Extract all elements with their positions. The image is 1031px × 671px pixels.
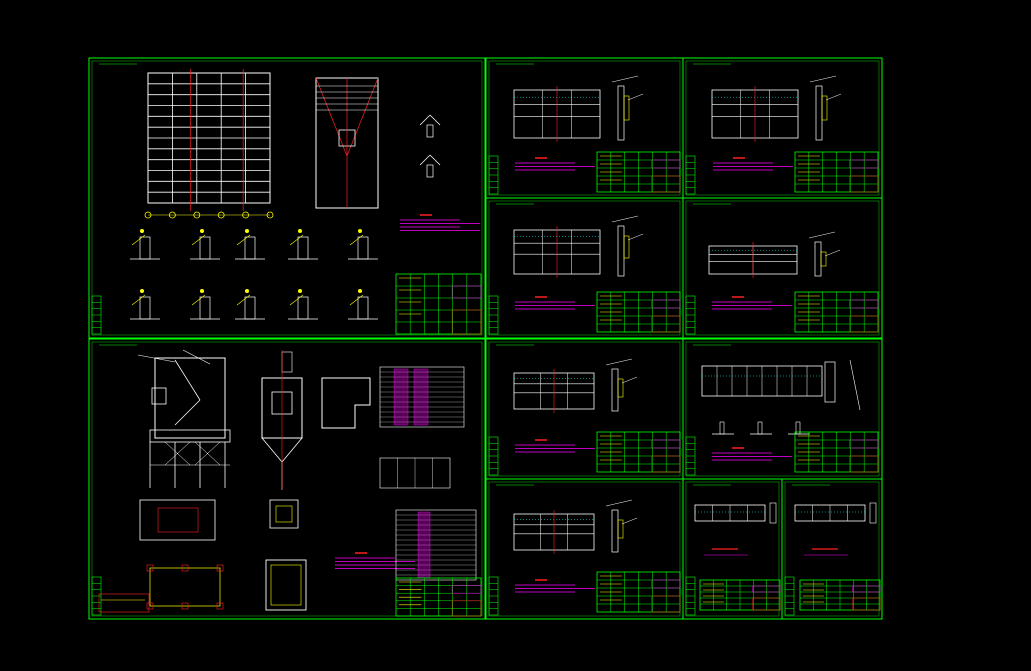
long-elevation-view bbox=[701, 359, 879, 473]
revision-strip bbox=[91, 295, 102, 335]
sheet-foundation-plan[interactable] bbox=[88, 57, 486, 339]
node-detail bbox=[190, 289, 220, 320]
revision-strip bbox=[685, 295, 696, 335]
node-detail bbox=[348, 289, 378, 320]
node-detail bbox=[130, 289, 160, 320]
sheet-structure-detail[interactable] bbox=[88, 338, 486, 620]
node-detail bbox=[235, 289, 265, 320]
elevation-view bbox=[513, 499, 638, 554]
section-detail bbox=[419, 114, 441, 138]
title-block bbox=[794, 291, 879, 333]
foundation-plan-views bbox=[130, 69, 482, 335]
node-detail bbox=[288, 289, 318, 320]
structure-detail-views bbox=[98, 349, 482, 617]
drawing-notes bbox=[335, 552, 415, 569]
drawing-notes bbox=[400, 214, 480, 231]
elevation-view bbox=[513, 75, 644, 142]
drawing-notes bbox=[515, 579, 595, 593]
revision-strip bbox=[488, 155, 499, 195]
revision-strip bbox=[488, 295, 499, 335]
drawing-notes bbox=[515, 439, 595, 453]
elevation-view bbox=[708, 231, 841, 278]
title-block bbox=[395, 273, 482, 335]
section-detail bbox=[419, 154, 441, 178]
node-detail bbox=[190, 229, 220, 260]
drawing-notes bbox=[712, 296, 792, 310]
node-detail bbox=[348, 229, 378, 260]
drawing-notes bbox=[712, 447, 792, 461]
drawing-notes bbox=[713, 157, 793, 171]
sheet-elevation-4[interactable] bbox=[485, 197, 684, 339]
node-detail bbox=[235, 229, 265, 260]
node-detail bbox=[130, 229, 160, 260]
title-block bbox=[395, 577, 482, 617]
title-block bbox=[596, 431, 681, 473]
title-block bbox=[794, 151, 879, 193]
revision-strip bbox=[685, 576, 696, 616]
drawing-notes bbox=[515, 296, 595, 310]
revision-strip bbox=[488, 436, 499, 476]
title-block bbox=[699, 579, 781, 611]
small-elevation-view bbox=[794, 502, 881, 611]
revision-strip bbox=[685, 155, 696, 195]
drawing-notes bbox=[515, 157, 595, 171]
revision-strip bbox=[685, 436, 696, 476]
elevation-view bbox=[513, 215, 644, 278]
revision-strip bbox=[488, 576, 499, 616]
revision-strip bbox=[784, 576, 795, 616]
small-elevation-view bbox=[694, 502, 781, 611]
title-block bbox=[794, 431, 879, 473]
title-block bbox=[596, 291, 681, 333]
sheet-small-right[interactable] bbox=[781, 478, 883, 620]
title-block bbox=[596, 151, 681, 193]
title-block bbox=[596, 571, 681, 613]
elevation-view bbox=[513, 358, 638, 413]
title-block bbox=[799, 579, 881, 611]
revision-strip bbox=[91, 576, 102, 616]
node-detail bbox=[288, 229, 318, 260]
elevation-view bbox=[711, 75, 842, 142]
